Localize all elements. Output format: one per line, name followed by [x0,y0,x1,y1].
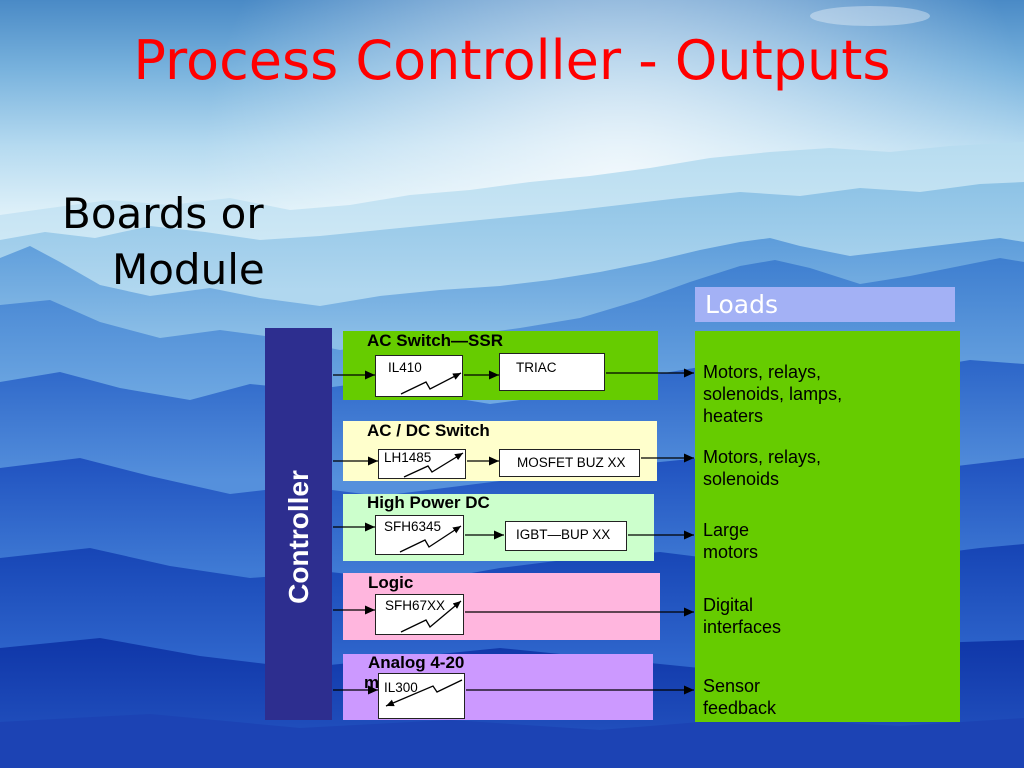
load-item-line: Large [703,520,750,540]
isolator-label: IL300 [384,680,418,695]
module-label: Logic [368,573,414,592]
driver-box [499,449,640,477]
load-item-line: motors [703,542,759,562]
module-label: AC Switch—SSR [367,331,504,350]
loads-panel [695,331,960,722]
load-item: Motors, relays, solenoids, lamps, heater… [703,361,842,427]
driver-label: IGBT—BUP XX [516,527,611,542]
mountain-layer [0,714,1024,768]
controller-label: Controller [283,470,314,604]
load-item-line: solenoids [703,469,780,489]
load-item-line: heaters [703,406,764,426]
heading-line-2: Module [112,245,265,294]
driver-box [499,353,605,391]
load-item-line: interfaces [703,617,782,637]
slide-title: Process Controller - Outputs [133,29,891,92]
load-item: Sensor feedback [703,675,776,719]
load-item-line: feedback [703,698,777,718]
driver-box [505,521,627,551]
module-label: Analog 4-20 [368,653,465,672]
isolator-label: SFH67XX [385,598,446,613]
heading-line-1: Boards or [62,189,264,238]
load-item-line: Motors, relays, [703,362,822,382]
load-item-line: solenoids, lamps, [703,384,843,404]
module-label: High Power DC [367,493,490,512]
isolator-label: SFH6345 [384,519,442,534]
loads-header [695,287,955,322]
isolator-label: IL410 [388,360,422,375]
cloud [810,6,930,26]
load-item: Motors, relays, solenoids [703,446,821,490]
isolator-label: LH1485 [384,450,432,465]
loads-header-label: Loads [705,290,778,319]
load-item: Large motors [703,519,758,563]
load-item-line: Sensor [703,676,761,696]
driver-label: MOSFET BUZ XX [517,455,626,470]
module-label: AC / DC Switch [367,421,490,440]
controller-block [265,328,332,720]
load-item-line: Digital [703,595,754,615]
driver-label: TRIAC [516,360,557,375]
load-item: Digital interfaces [703,594,781,638]
load-item-line: Motors, relays, [703,447,822,467]
